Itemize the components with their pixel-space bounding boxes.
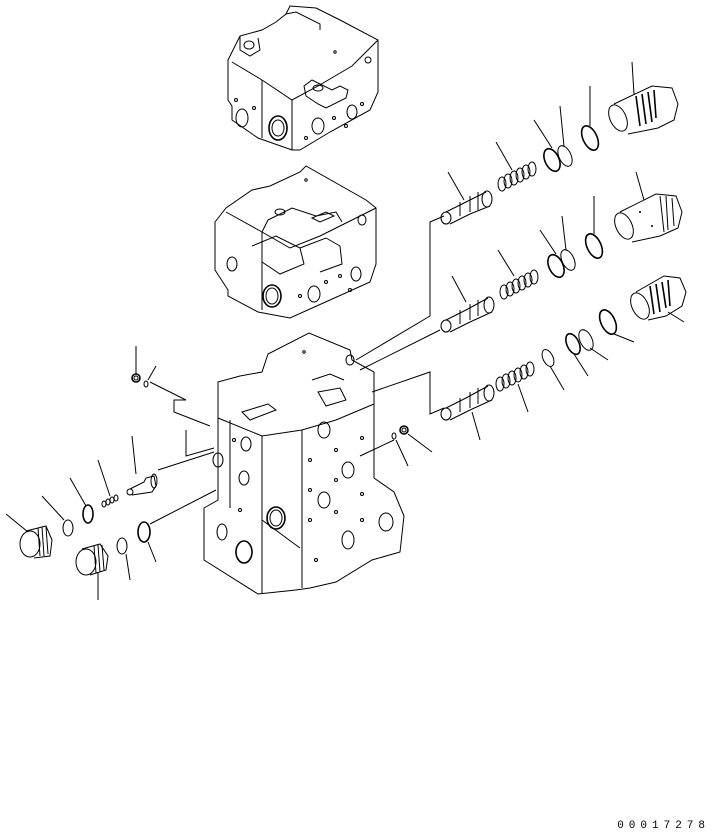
backup-ring-2 [560, 215, 576, 271]
o-ring-3a [565, 332, 589, 377]
plug-left-upper [5, 513, 53, 559]
spool-row-1 [440, 61, 679, 225]
spool-row-2 [440, 171, 683, 333]
plug-1 [608, 61, 679, 135]
small-o-ring-left [143, 365, 157, 388]
drawing-number: 00017278 [617, 820, 710, 832]
o-ring-1b [580, 86, 600, 151]
valve-left [126, 435, 158, 496]
assembly-lines [149, 215, 445, 525]
o-ring-left-lower [137, 521, 157, 563]
main-valve-body [203, 332, 405, 595]
o-ring-2a [539, 229, 565, 279]
backup-ring-1 [557, 105, 573, 167]
ring-left-lower [116, 537, 131, 581]
plug-left-lower [75, 543, 109, 600]
ring-3 [541, 349, 565, 391]
spool-1 [440, 171, 493, 225]
small-plug-right [399, 425, 433, 453]
left-group [5, 435, 158, 600]
spool-row-3 [440, 275, 687, 441]
spring-left [97, 459, 119, 508]
small-o-ring-right [391, 432, 409, 467]
backup-ring-3 [578, 329, 609, 361]
spool-3 [440, 384, 495, 441]
o-ring-3b [598, 309, 635, 343]
middle-valve-section [214, 165, 377, 319]
spring-2 [497, 249, 539, 300]
small-plug-left [131, 346, 141, 383]
spring-3 [495, 361, 535, 413]
ring-left-upper [41, 495, 74, 537]
upper-valve-section [227, 5, 379, 151]
o-ring-1a [533, 119, 561, 173]
plug-3 [630, 275, 687, 323]
plug-fittings [131, 346, 433, 467]
o-ring-left-upper [69, 477, 94, 524]
spool-2 [440, 275, 495, 333]
spring-1 [495, 141, 537, 192]
o-ring-2b [584, 196, 604, 259]
plug-2 [614, 171, 683, 243]
